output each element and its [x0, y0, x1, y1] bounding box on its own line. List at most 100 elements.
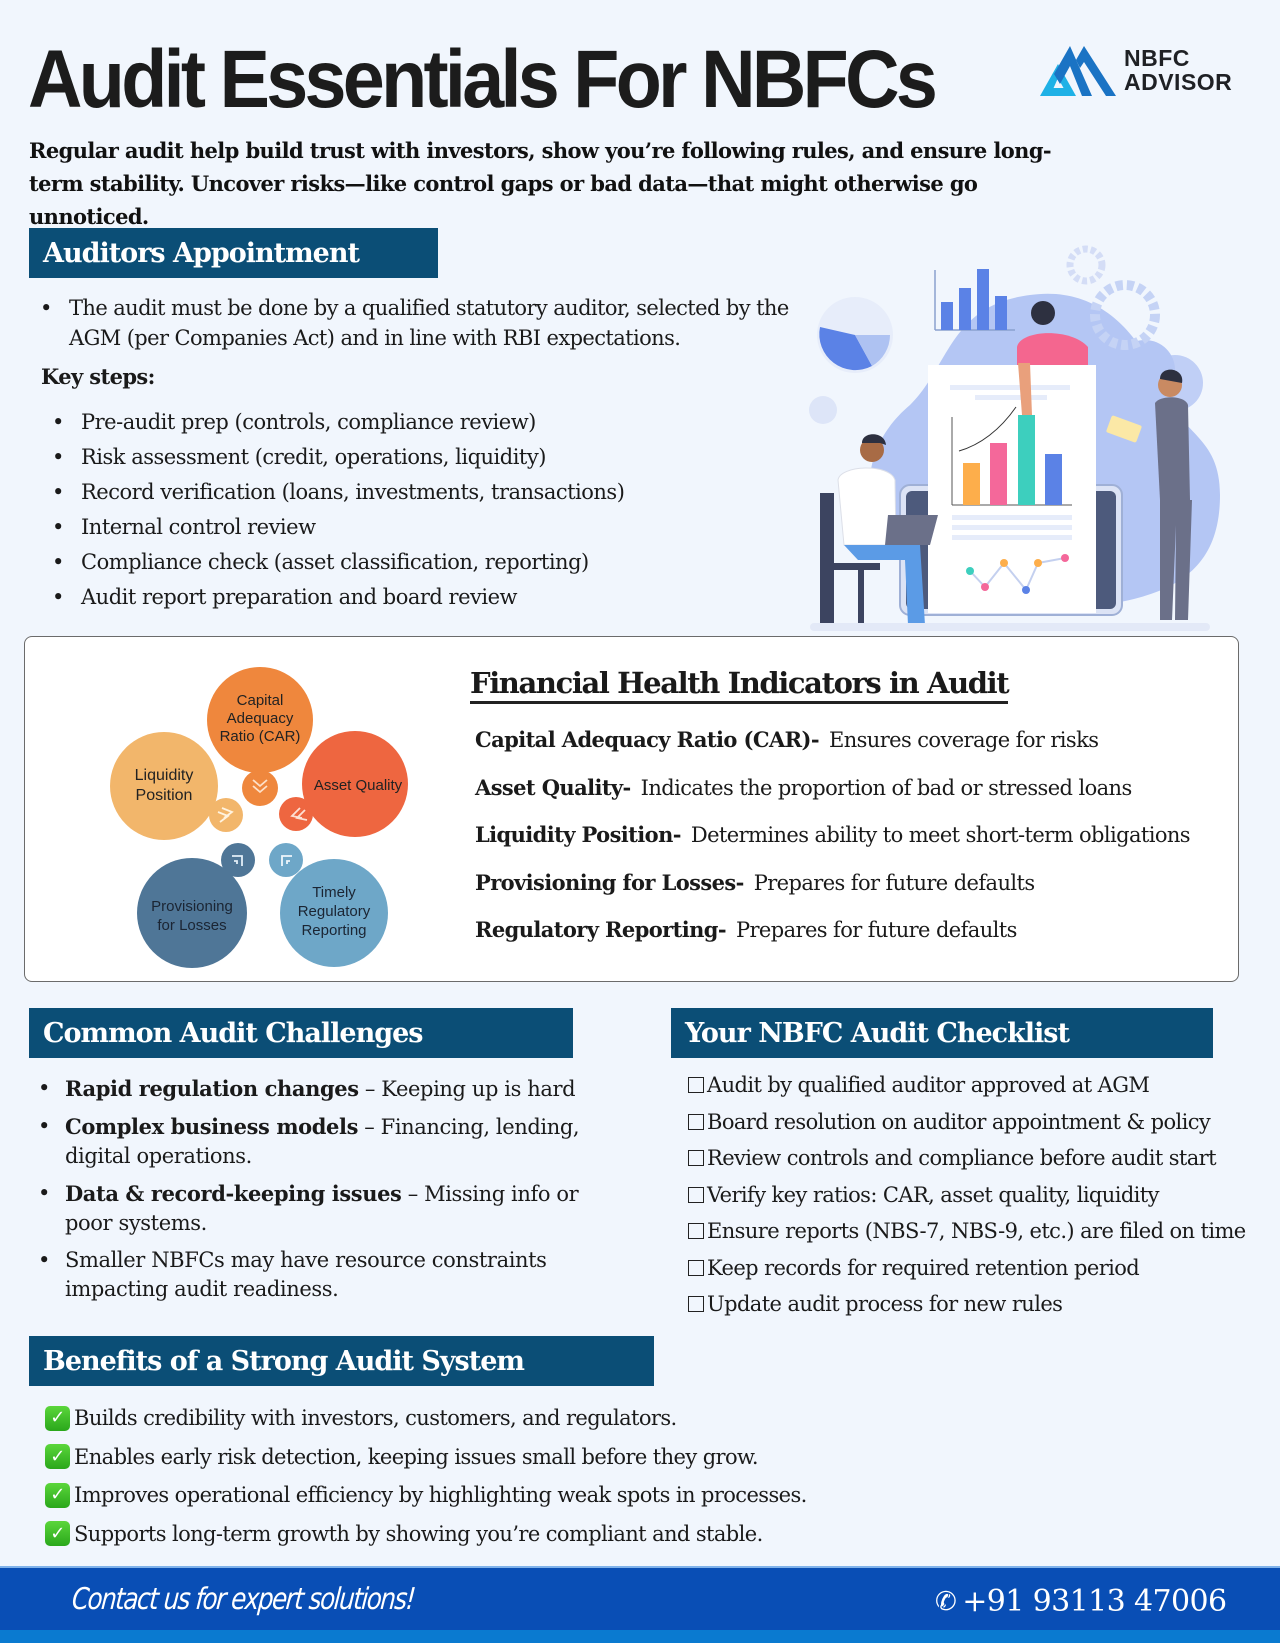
- benefit-text: Enables early risk detection, keeping is…: [74, 1444, 759, 1469]
- checkbox-icon[interactable]: [688, 1223, 704, 1240]
- intro-paragraph: Regular audit help build trust with inve…: [29, 138, 1052, 229]
- logo-line-2: ADVISOR: [1124, 69, 1233, 95]
- green-check-icon: ✓: [45, 1405, 70, 1431]
- list-item: Internal control review: [52, 512, 772, 547]
- section-header-audit-checklist: Your NBFC Audit Checklist: [671, 1008, 1213, 1058]
- challenge-detail: – Financing, lending, digital operations…: [65, 1115, 580, 1168]
- team-analyzing-charts-illustration: [809, 245, 1220, 631]
- bubble-asset-quality: Asset Quality: [279, 731, 408, 837]
- indicator-description: Ensures coverage for risks: [828, 728, 1099, 752]
- benefit-item: ✓Enables early risk detection, keeping i…: [45, 1438, 945, 1477]
- benefit-text: Improves operational efficiency by highl…: [74, 1483, 807, 1508]
- indicator-term: Liquidity Position-: [475, 822, 681, 847]
- financial-indicators-list: Capital Adequacy Ratio (CAR)- Ensures cov…: [475, 722, 1235, 960]
- green-check-icon: ✓: [45, 1521, 70, 1547]
- list-item: Compliance check (asset classification, …: [52, 547, 772, 582]
- audit-checklist: Audit by qualified auditor approved at A…: [688, 1067, 1280, 1323]
- checkbox-icon[interactable]: [688, 1186, 704, 1203]
- svg-text:Ratio (CAR): Ratio (CAR): [220, 728, 301, 745]
- benefit-text: Supports long-term growth by showing you…: [74, 1521, 763, 1546]
- svg-text:Asset Quality: Asset Quality: [314, 777, 403, 794]
- checklist-item[interactable]: Review controls and compliance before au…: [688, 1140, 1280, 1177]
- list-item: Risk assessment (credit, operations, liq…: [52, 442, 772, 477]
- bubble-provisioning-for-losses: Provisioning for Losses: [137, 843, 255, 968]
- list-item: Smaller NBFCs may have resource constrai…: [38, 1246, 598, 1304]
- contact-cta[interactable]: Contact us for expert solutions!: [70, 1582, 416, 1617]
- mountain-m-logo-icon: [1040, 46, 1116, 96]
- indicator-row: Capital Adequacy Ratio (CAR)- Ensures cov…: [475, 722, 1235, 770]
- checklist-item-label: Review controls and compliance before au…: [707, 1146, 1217, 1171]
- list-item: Data & record-keeping issues – Missing i…: [38, 1179, 598, 1238]
- key-steps-label: Key steps:: [41, 364, 155, 389]
- phone-link[interactable]: ✆ +91 93113 47006: [935, 1578, 1227, 1626]
- svg-text:Provisioning: Provisioning: [151, 898, 233, 915]
- checklist-item[interactable]: Keep records for required retention peri…: [688, 1250, 1280, 1287]
- footer-accent-strip: [0, 1630, 1280, 1643]
- appointment-intro-list: The audit must be done by a qualified st…: [40, 293, 800, 353]
- checkbox-icon[interactable]: [688, 1150, 704, 1167]
- indicator-term: Provisioning for Losses-: [475, 869, 744, 895]
- svg-text:Liquidity: Liquidity: [135, 767, 194, 784]
- checkbox-icon[interactable]: [688, 1113, 704, 1130]
- indicator-description: Indicates the proportion of bad or stres…: [640, 775, 1133, 800]
- bubble-timely-regulatory-reporting: Timely Regulatory Reporting: [269, 843, 388, 967]
- indicator-row: Provisioning for Losses- Prepares for fut…: [475, 865, 1235, 913]
- appointment-intro-bullet: The audit must be done by a qualified st…: [40, 293, 800, 353]
- checkbox-icon[interactable]: [688, 1259, 704, 1276]
- challenge-detail: – Missing info or poor systems.: [65, 1182, 579, 1235]
- financial-health-heading: Financial Health Indicators in Audit: [470, 665, 1010, 704]
- challenge-title: Rapid regulation changes: [65, 1076, 359, 1101]
- brand-logo[interactable]: NBFC ADVISOR: [1040, 40, 1255, 100]
- svg-text:Adequacy: Adequacy: [227, 710, 294, 727]
- benefit-item: ✓Builds credibility with investors, cust…: [45, 1399, 945, 1438]
- indicator-term: Regulatory Reporting-: [475, 917, 727, 942]
- challenge-detail: Smaller NBFCs may have resource constrai…: [65, 1248, 547, 1301]
- financial-indicators-bubble-diagram: Capital Adequacy Ratio (CAR) Asset Quali…: [110, 667, 408, 968]
- checklist-item-label: Verify key ratios: CAR, asset quality, l…: [707, 1182, 1159, 1207]
- checklist-item[interactable]: Audit by qualified auditor approved at A…: [688, 1067, 1280, 1104]
- indicator-term: Asset Quality-: [475, 774, 631, 800]
- checklist-item[interactable]: Ensure reports (NBS-7, NBS-9, etc.) are …: [688, 1213, 1280, 1250]
- phone-number[interactable]: +91 93113 47006: [962, 1584, 1227, 1619]
- svg-text:Timely: Timely: [312, 884, 356, 901]
- checklist-item[interactable]: Update audit process for new rules: [688, 1286, 1280, 1323]
- checklist-item-label: Board resolution on auditor appointment …: [707, 1109, 1211, 1134]
- key-steps-list: Pre-audit prep (controls, compliance rev…: [52, 407, 772, 617]
- benefit-item: ✓Supports long-term growth by showing yo…: [45, 1515, 945, 1554]
- checklist-item-label: Update audit process for new rules: [707, 1292, 1063, 1317]
- bubble-capital-adequacy-ratio: Capital Adequacy Ratio (CAR): [207, 667, 313, 806]
- indicator-description: Prepares for future defaults: [753, 870, 1035, 895]
- list-item: Audit report preparation and board revie…: [52, 582, 772, 617]
- checkbox-icon[interactable]: [688, 1077, 704, 1094]
- page-title: Audit Essentials For NBFCs: [28, 34, 938, 125]
- bubble-liquidity-position: Liquidity Position: [110, 732, 243, 840]
- list-item: Pre-audit prep (controls, compliance rev…: [52, 407, 772, 442]
- indicator-row: Asset Quality- Indicates the proportion o…: [475, 770, 1235, 818]
- checklist-item[interactable]: Verify key ratios: CAR, asset quality, l…: [688, 1177, 1280, 1214]
- indicator-description: Prepares for future defaults: [735, 918, 1017, 942]
- indicator-row: Regulatory Reporting- Prepares for future…: [475, 912, 1235, 960]
- logo-wordmark: NBFC ADVISOR: [1124, 46, 1232, 94]
- logo-line-1: NBFC: [1124, 45, 1190, 71]
- svg-text:Capital: Capital: [237, 692, 284, 709]
- indicator-description: Determines ability to meet short-term ob…: [690, 823, 1191, 847]
- list-item: Record verification (loans, investments,…: [52, 477, 772, 512]
- indicator-row: Liquidity Position- Determines ability to…: [475, 817, 1235, 865]
- benefit-item: ✓Improves operational efficiency by high…: [45, 1476, 945, 1515]
- indicator-term: Capital Adequacy Ratio (CAR)-: [475, 727, 820, 752]
- checkbox-icon[interactable]: [688, 1296, 704, 1313]
- checklist-item[interactable]: Board resolution on auditor appointment …: [688, 1104, 1280, 1141]
- svg-text:Reporting: Reporting: [301, 922, 366, 939]
- svg-text:Position: Position: [136, 787, 193, 804]
- phone-icon: ✆: [935, 1587, 957, 1617]
- green-check-icon: ✓: [45, 1482, 70, 1508]
- checklist-item-label: Ensure reports (NBS-7, NBS-9, etc.) are …: [707, 1219, 1246, 1244]
- list-item: Complex business models – Financing, len…: [38, 1112, 598, 1171]
- green-check-icon: ✓: [45, 1444, 70, 1470]
- list-item: Rapid regulation changes – Keeping up is…: [38, 1074, 598, 1104]
- challenges-list: Rapid regulation changes – Keeping up is…: [38, 1074, 598, 1312]
- challenge-detail: – Keeping up is hard: [358, 1077, 576, 1101]
- benefit-text: Builds credibility with investors, custo…: [74, 1406, 677, 1431]
- section-header-benefits: Benefits of a Strong Audit System: [29, 1336, 654, 1386]
- checklist-item-label: Keep records for required retention peri…: [707, 1255, 1140, 1280]
